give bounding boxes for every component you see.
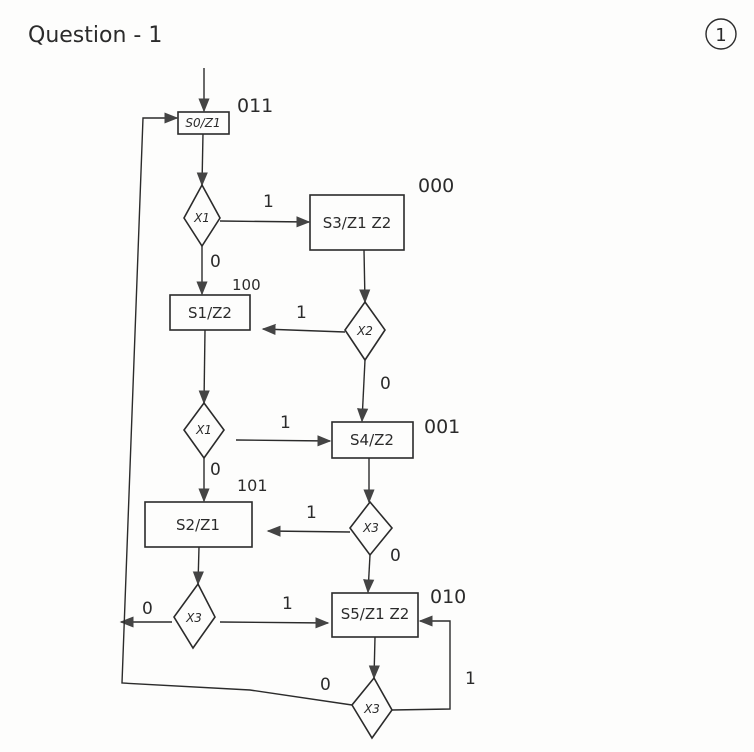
state-code: 100	[232, 276, 261, 294]
decision-d5: X3	[173, 582, 216, 650]
edge-label: 1	[280, 413, 291, 433]
decision-d3: X1	[183, 401, 225, 460]
state-s0: S0/Z1 011	[177, 95, 273, 135]
edge-label: 0	[390, 546, 401, 566]
decision-label: X3	[363, 702, 380, 716]
edge-label: 1	[263, 192, 274, 212]
state-s4: S4/Z2 001	[331, 416, 460, 459]
edge-label: 1	[282, 594, 293, 614]
state-s3: S3/Z1 Z2 000	[309, 175, 454, 251]
decision-label: X3	[362, 521, 379, 535]
state-label: S1/Z2	[188, 304, 232, 322]
decision-label: X2	[356, 324, 373, 338]
connectors	[119, 68, 451, 711]
state-s2: S2/Z1 101	[144, 476, 268, 548]
page-number: 1	[715, 25, 726, 46]
state-label: S0/Z1	[185, 116, 220, 130]
state-label: S2/Z1	[176, 516, 220, 534]
page-number-circle	[705, 18, 737, 50]
state-code: 000	[418, 175, 454, 197]
decision-d1: X1	[183, 183, 221, 248]
state-s1: S1/Z2 100	[169, 276, 261, 331]
edge-label: 1	[465, 669, 476, 689]
state-code: 001	[424, 416, 460, 438]
edge-label: 0	[142, 599, 153, 619]
edge-label: 0	[380, 374, 391, 394]
state-s5: S5/Z1 Z2 010	[331, 586, 466, 638]
state-label: S3/Z1 Z2	[323, 214, 392, 232]
decision-label: X1	[193, 211, 210, 225]
decision-d4: X3	[348, 500, 394, 557]
decision-label: X3	[185, 611, 202, 625]
decision-d6: X3	[351, 676, 393, 740]
state-code: 010	[430, 586, 466, 608]
edge-label: 0	[210, 460, 221, 480]
state-code: 101	[237, 476, 268, 495]
decision-d2: X2	[344, 300, 386, 362]
edge-label: 1	[306, 503, 317, 523]
edge-label: 1	[296, 303, 307, 323]
state-label: S5/Z1 Z2	[341, 605, 410, 623]
state-label: S4/Z2	[350, 431, 394, 449]
page-title: Question - 1	[28, 23, 162, 48]
state-code: 011	[237, 95, 273, 117]
edge-label: 0	[320, 675, 331, 695]
edge-label: 0	[210, 252, 221, 272]
edge-labels: 1 0 1 0 1 0 1 0 1 0 1 0	[142, 192, 476, 695]
decision-label: X1	[195, 423, 212, 437]
